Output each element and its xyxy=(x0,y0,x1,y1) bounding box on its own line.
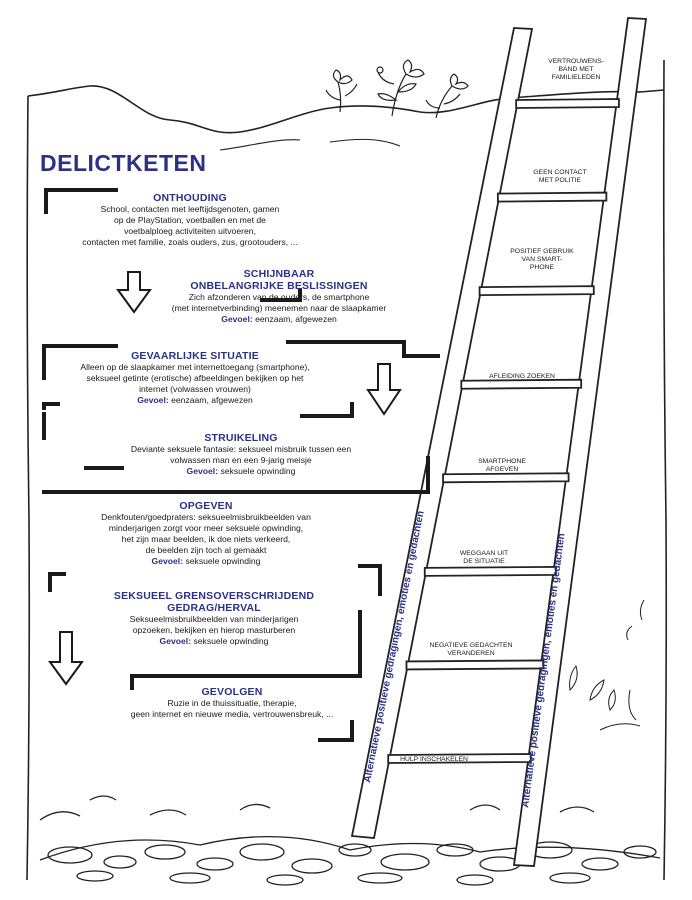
step-feeling: Gevoel: seksuele opwinding xyxy=(151,556,261,566)
step-onthouding: ONTHOUDING School, contacten met leeftij… xyxy=(50,192,330,248)
step-text-line: Seksueelmisbruikbeelden van minderjarige… xyxy=(129,614,299,624)
ladder-rung xyxy=(515,98,620,109)
step-feeling: Gevoel: eenzaam, afgewezen xyxy=(221,314,337,324)
step-text-line: Deviante seksuele fantasie: seksueel mis… xyxy=(130,444,352,454)
flowers xyxy=(325,59,469,119)
chain-brackets xyxy=(42,188,440,742)
left-border-line xyxy=(26,95,31,881)
rung-label-afleiding: AFLEIDING ZOEKEN xyxy=(489,373,555,380)
ladder xyxy=(350,17,648,867)
step-text-line: (met internetverbinding) meenemen naar d… xyxy=(171,303,387,313)
step-heading: SCHIJNBAAR ONBELANGRIJKE BESLISSINGEN xyxy=(190,268,368,292)
right-border-line xyxy=(662,59,668,881)
step-text-line: internet (volwassen vrouwen) xyxy=(139,384,251,394)
step-text-line: voetbalploeg activiteiten uitvoeren, xyxy=(124,226,256,236)
rung-label-smartphone-gebruik: POSITIEF GEBRUIK VAN SMART- PHONE xyxy=(510,248,574,271)
ladder-rungs xyxy=(387,98,620,764)
step-heading: ONTHOUDING xyxy=(153,192,227,204)
step-heading: STRUIKELING xyxy=(204,432,278,444)
step-struikeling: STRUIKELING Deviante seksuele fantasie: … xyxy=(76,432,406,477)
step-opgeven: OPGEVEN Denkfouten/goedpraters: seksueel… xyxy=(56,500,356,567)
rung-label-weggaan: WEGGAAN UIT DE SITUATIE xyxy=(459,550,509,565)
step-text-line: Zich afzonderen van de ouders, de smartp… xyxy=(188,292,370,302)
rung-label-familie: VERTROUWENS- BAND MET FAMILIELEDEN xyxy=(548,58,604,81)
step-text-line: contacten met familie, zoals ouders, zus… xyxy=(82,237,298,247)
step-text-line: Ruzie in de thuissituatie, therapie, xyxy=(167,698,297,708)
step-heading: GEVOLGEN xyxy=(201,686,263,698)
step-feeling: Gevoel: eenzaam, afgewezen xyxy=(137,395,253,405)
step-feeling: Gevoel: seksuele opwinding xyxy=(159,636,269,646)
ladder-rung xyxy=(478,285,595,297)
step-text-line: School, contacten met leeftijdsgenoten, … xyxy=(100,204,280,214)
down-arrow-icon xyxy=(116,271,152,314)
page-title: DELICTKETEN xyxy=(40,150,207,176)
step-text-line: opzoeken, bekijken en hierop masturberen xyxy=(132,625,296,635)
step-heading: OPGEVEN xyxy=(179,500,233,512)
ladder-rung xyxy=(496,191,608,203)
step-schijnbaar: SCHIJNBAAR ONBELANGRIJKE BESLISSINGEN Zi… xyxy=(144,268,414,325)
ladder-rung xyxy=(442,472,570,484)
ladder-rung xyxy=(460,378,583,390)
down-arrow-icon xyxy=(48,631,84,686)
ladder-rung xyxy=(387,753,532,764)
step-text-line: Alleen op de slaapkamer met internettoeg… xyxy=(80,362,310,372)
step-gevolgen: GEVOLGEN Ruzie in de thuissituatie, ther… xyxy=(92,686,372,720)
step-text-line: seksueel getinte (erotische) afbeeldinge… xyxy=(86,373,304,383)
hill-inner-line xyxy=(219,138,401,151)
rung-label-politie: GEEN CONTACT MET POLITIE xyxy=(533,169,587,184)
rung-label-hulp: HULP INSCHAKELEN xyxy=(400,756,468,763)
step-gevaarlijke-situatie: GEVAARLIJKE SITUATIE Alleen op de slaapk… xyxy=(40,350,350,406)
step-text-line: volwassen man en een 9-jarig meisje xyxy=(170,455,312,465)
ladder-rung xyxy=(423,565,557,577)
ladder-right-rail xyxy=(512,17,648,867)
down-arrow-icon xyxy=(366,363,402,416)
step-text-line: de beelden zijn toch al gemaakt xyxy=(145,545,267,555)
step-grensoverschrijdend: SEKSUEEL GRENSOVERSCHRIJDEND GEDRAG/HERV… xyxy=(64,590,364,647)
rung-label-smartphone-afgeven: SMARTPHONE AFGEVEN xyxy=(478,458,526,473)
step-text-line: minderjarigen zorgt voor meer seksuele o… xyxy=(108,523,304,533)
ladder-left-rail xyxy=(350,27,534,839)
ladder-rung xyxy=(405,659,545,671)
step-heading: SEKSUEEL GRENSOVERSCHRIJDEND GEDRAG/HERV… xyxy=(113,590,315,614)
down-arrows xyxy=(48,271,402,686)
ground-pebbles xyxy=(39,795,661,886)
rung-label-negatieve-gedachten: NEGATIEVE GEDACHTEN VERANDEREN xyxy=(429,642,513,657)
step-text-line: het zijn maar beelden, ik doe niets verk… xyxy=(121,534,291,544)
step-feeling: Gevoel: seksuele opwinding xyxy=(186,466,296,476)
step-text-line: op de PlayStation, voetballen en met de xyxy=(114,215,266,225)
step-text-line: Denkfouten/goedpraters: seksueelmisbruik… xyxy=(101,512,311,522)
step-text-line: geen internet en nieuwe media, vertrouwe… xyxy=(130,709,334,719)
step-heading: GEVAARLIJKE SITUATIE xyxy=(131,350,259,362)
hill-line xyxy=(27,85,665,134)
side-plant xyxy=(569,599,645,731)
